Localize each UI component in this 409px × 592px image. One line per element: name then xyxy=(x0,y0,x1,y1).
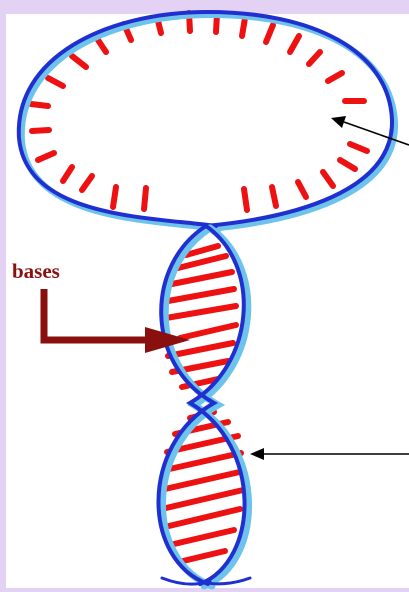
bases-label: bases xyxy=(12,259,60,283)
